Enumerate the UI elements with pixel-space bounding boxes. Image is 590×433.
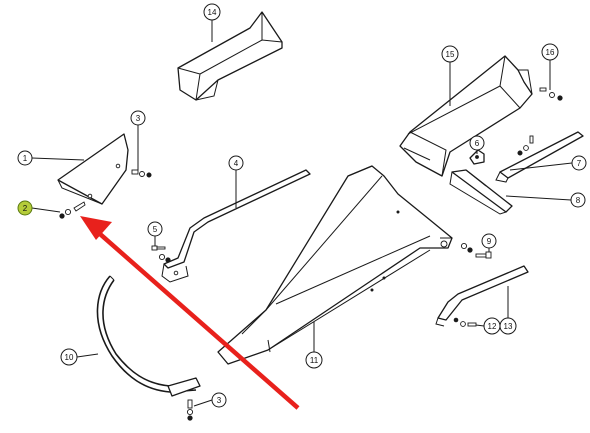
callout-4: 4 bbox=[228, 155, 244, 171]
svg-text:11: 11 bbox=[310, 356, 319, 365]
callout-2: 2 bbox=[17, 200, 33, 216]
callout-7: 7 bbox=[571, 155, 587, 171]
callout-15: 15 bbox=[441, 45, 459, 63]
part-cover-15 bbox=[399, 55, 533, 177]
callout-12: 12 bbox=[483, 317, 501, 335]
svg-text:10: 10 bbox=[65, 353, 74, 362]
callout-11: 11 bbox=[305, 351, 323, 369]
hardware-bolt-3b bbox=[186, 399, 194, 421]
part-spring-rod-10 bbox=[96, 275, 201, 397]
callout-8: 8 bbox=[570, 192, 586, 208]
leader-12 bbox=[475, 324, 485, 327]
callout-3a: 3 bbox=[130, 110, 146, 126]
callout-1: 1 bbox=[17, 150, 33, 166]
part-plate-1 bbox=[57, 133, 129, 205]
svg-text:3: 3 bbox=[136, 114, 141, 123]
callout-13: 13 bbox=[499, 317, 517, 335]
leader-lines bbox=[31, 20, 573, 407]
leader-2 bbox=[31, 207, 61, 213]
hardware-bolt-3a bbox=[131, 169, 152, 178]
svg-text:8: 8 bbox=[576, 196, 581, 205]
callout-5: 5 bbox=[147, 221, 163, 237]
red-arrow-annotation bbox=[80, 216, 300, 410]
svg-text:9: 9 bbox=[487, 237, 492, 246]
part-rod-4 bbox=[161, 169, 311, 283]
part-chute-14 bbox=[177, 11, 283, 101]
hardware-bolt-16 bbox=[539, 87, 563, 101]
svg-text:12: 12 bbox=[488, 322, 497, 331]
svg-text:5: 5 bbox=[153, 225, 158, 234]
hardware-bolt-12 bbox=[453, 317, 477, 327]
callout-9: 9 bbox=[481, 233, 497, 249]
svg-text:13: 13 bbox=[504, 322, 513, 331]
svg-text:3: 3 bbox=[217, 396, 222, 405]
callout-6: 6 bbox=[469, 135, 485, 151]
svg-text:6: 6 bbox=[475, 139, 480, 148]
callout-14: 14 bbox=[203, 3, 221, 21]
part-bar-13 bbox=[435, 265, 529, 327]
callout-16: 16 bbox=[541, 43, 559, 61]
callout-10: 10 bbox=[60, 348, 78, 366]
part-strip-7 bbox=[495, 131, 584, 183]
part-bracket-6 bbox=[469, 149, 485, 165]
callout-3b: 3 bbox=[211, 392, 227, 408]
leader-3b bbox=[193, 399, 213, 407]
hardware-bolt-5 bbox=[151, 245, 171, 263]
svg-text:2: 2 bbox=[23, 204, 28, 213]
part-frame-11 bbox=[217, 165, 453, 365]
leader-7 bbox=[509, 162, 573, 171]
svg-text:1: 1 bbox=[23, 154, 28, 163]
part-bracket-8 bbox=[449, 169, 513, 215]
svg-text:7: 7 bbox=[577, 159, 582, 168]
leader-8 bbox=[505, 195, 572, 201]
hardware-bolt-2 bbox=[59, 201, 86, 219]
hardware-bolt-strip bbox=[517, 135, 534, 156]
svg-text:16: 16 bbox=[546, 48, 555, 57]
leader-10 bbox=[76, 353, 99, 358]
leader-1 bbox=[31, 157, 85, 161]
svg-text:15: 15 bbox=[446, 50, 455, 59]
svg-text:4: 4 bbox=[234, 159, 239, 168]
svg-text:14: 14 bbox=[208, 8, 217, 17]
